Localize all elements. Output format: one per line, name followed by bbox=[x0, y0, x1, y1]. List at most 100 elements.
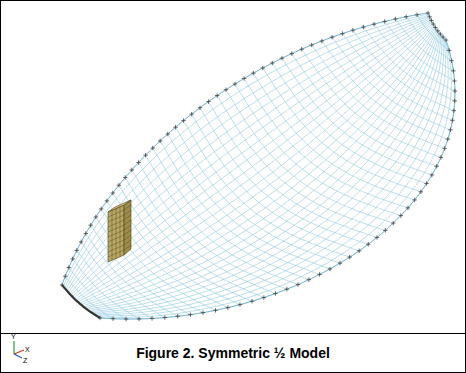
constraint-marker bbox=[393, 17, 397, 21]
constraint-marker bbox=[338, 261, 342, 265]
constraint-marker bbox=[206, 99, 210, 103]
constraint-marker bbox=[383, 228, 387, 232]
constraint-marker bbox=[436, 29, 440, 33]
constraint-marker bbox=[163, 315, 167, 319]
axis-label: Y bbox=[11, 333, 16, 340]
constraint-marker bbox=[166, 132, 170, 136]
constraint-marker bbox=[60, 283, 64, 287]
constraint-marker bbox=[382, 19, 386, 23]
mesh-line bbox=[97, 38, 449, 316]
constraint-marker bbox=[453, 99, 457, 103]
mesh-line bbox=[93, 36, 443, 313]
constraint-marker bbox=[261, 66, 265, 70]
mesh-line bbox=[302, 49, 441, 157]
constraint-marker bbox=[270, 61, 274, 65]
constraint-marker bbox=[111, 317, 115, 321]
constraint-marker bbox=[434, 164, 438, 168]
constraint-marker bbox=[242, 76, 246, 80]
constraint-marker bbox=[213, 308, 217, 312]
constraint-marker bbox=[173, 125, 177, 129]
constraint-marker bbox=[75, 248, 79, 252]
constraint-marker bbox=[262, 295, 266, 299]
constraint-marker bbox=[111, 191, 115, 195]
constraint-marker bbox=[446, 137, 450, 141]
constraint-marker bbox=[357, 249, 361, 253]
constraint-marker bbox=[375, 235, 379, 239]
constraint-marker bbox=[320, 39, 324, 43]
mesh-line bbox=[100, 40, 455, 319]
constraint-marker bbox=[307, 277, 311, 281]
figure-caption: Figure 2. Symmetric ½ Model bbox=[0, 334, 466, 372]
constraint-marker bbox=[123, 175, 127, 179]
mesh-line bbox=[79, 28, 435, 304]
constraint-marker bbox=[124, 317, 128, 321]
mesh-line bbox=[82, 30, 436, 306]
constraint-marker bbox=[188, 312, 192, 316]
constraint-marker bbox=[310, 43, 314, 47]
axis-triad bbox=[14, 341, 24, 358]
constraint-marker bbox=[351, 28, 355, 32]
mesh-line bbox=[168, 134, 330, 269]
constraint-marker bbox=[105, 199, 109, 203]
mesh-line bbox=[272, 63, 426, 184]
mesh-line bbox=[95, 37, 446, 315]
mesh-boundary bbox=[62, 13, 455, 319]
constraint-marker bbox=[424, 181, 428, 185]
mesh-line bbox=[74, 23, 433, 298]
constraint-marker bbox=[226, 305, 230, 309]
constraint-marker bbox=[117, 183, 121, 187]
mesh-line bbox=[132, 170, 276, 294]
axis-label: X bbox=[25, 346, 30, 353]
constraint-marker bbox=[441, 35, 445, 39]
constraint-marker bbox=[399, 213, 403, 217]
constraint-marker bbox=[366, 242, 370, 246]
mesh-line bbox=[72, 22, 432, 296]
constraint-marker bbox=[189, 112, 193, 116]
constraint-marker bbox=[150, 316, 154, 320]
constraint-marker bbox=[224, 87, 228, 91]
constraint-marker bbox=[419, 190, 423, 194]
mesh-line bbox=[385, 21, 455, 81]
constraint-marker bbox=[89, 223, 93, 227]
constraint-marker bbox=[143, 153, 147, 157]
mesh-line bbox=[90, 34, 441, 311]
mesh-line bbox=[184, 121, 350, 258]
constraint-marker bbox=[444, 38, 448, 42]
constraint-marker bbox=[451, 69, 455, 73]
constraint-marker bbox=[67, 265, 71, 269]
constraint-marker bbox=[442, 146, 446, 150]
constraint-marker bbox=[453, 89, 457, 93]
constraint-marker bbox=[136, 160, 140, 164]
constraint-marker bbox=[158, 139, 162, 143]
constraint-marker bbox=[198, 106, 202, 110]
mesh-line bbox=[176, 127, 340, 263]
constraint-marker bbox=[285, 287, 289, 291]
constraint-marker bbox=[426, 11, 430, 15]
mesh-line bbox=[98, 39, 451, 317]
constraint-marker bbox=[328, 267, 332, 271]
constraint-marker bbox=[181, 118, 185, 122]
constraint-marker bbox=[452, 79, 456, 83]
constraint-marker bbox=[250, 299, 254, 303]
constraint-marker bbox=[98, 316, 102, 320]
constraint-marker bbox=[84, 231, 88, 235]
block-face bbox=[108, 200, 131, 212]
constraint-marker bbox=[448, 128, 452, 132]
constraint-marker bbox=[137, 317, 141, 321]
constraint-marker bbox=[317, 272, 321, 276]
constraint-marker bbox=[450, 118, 454, 122]
constraint-marker bbox=[433, 25, 437, 29]
block-face bbox=[108, 205, 124, 262]
constraint-marker bbox=[449, 59, 453, 63]
constraint-marker bbox=[63, 274, 67, 278]
block-face bbox=[124, 200, 131, 255]
axis-label: Z bbox=[23, 357, 27, 364]
constraint-marker bbox=[70, 257, 74, 261]
mesh-line bbox=[85, 32, 438, 309]
constraint-marker bbox=[438, 32, 442, 36]
constraint-marker bbox=[415, 13, 419, 17]
constraint-marker bbox=[412, 198, 416, 202]
mesh-line bbox=[77, 25, 435, 300]
constraint-marker bbox=[299, 47, 303, 51]
